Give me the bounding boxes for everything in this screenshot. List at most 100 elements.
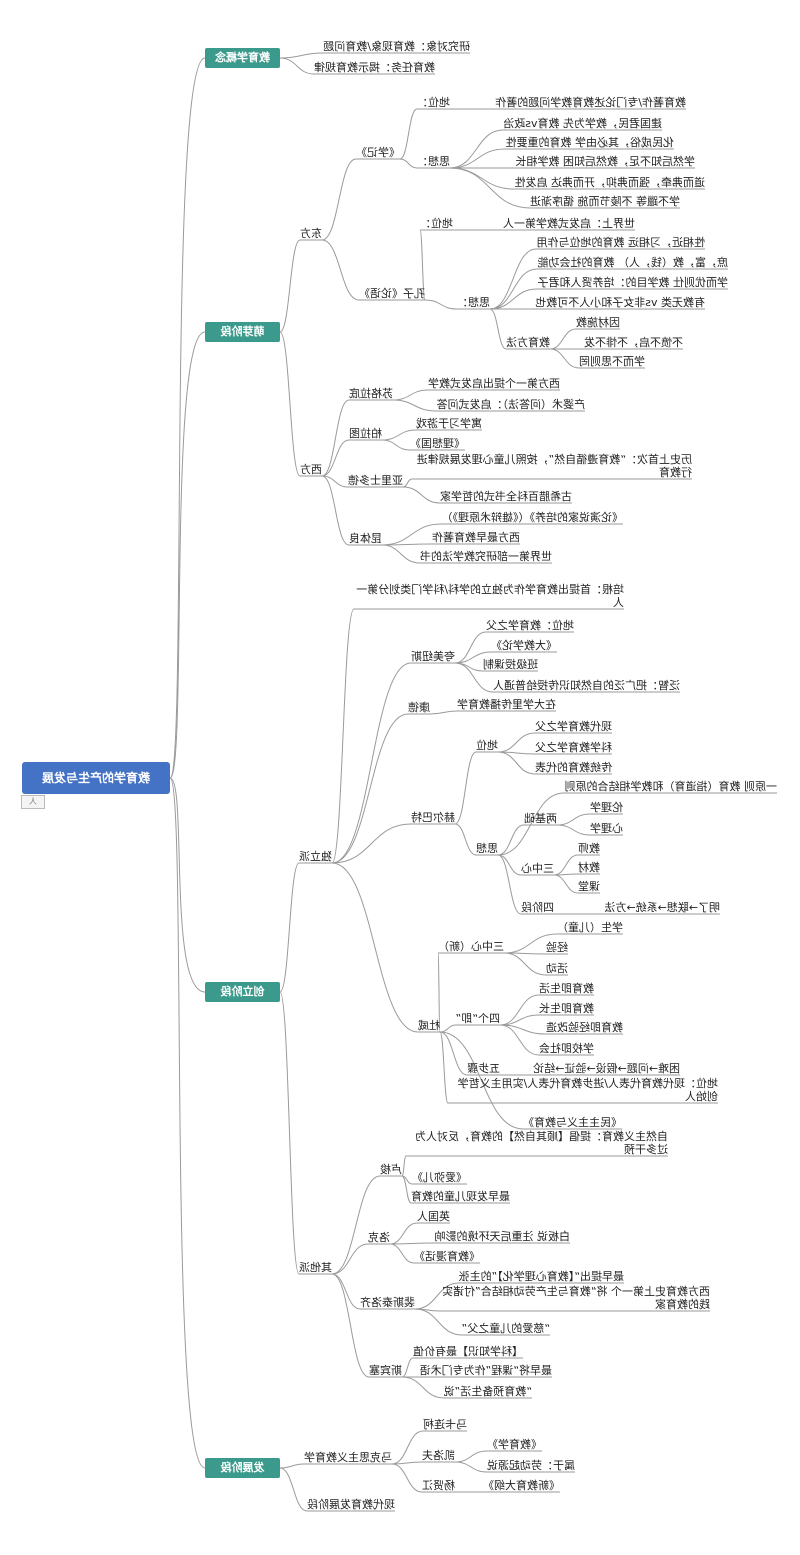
- topic-node[interactable]: 思想: [476, 842, 498, 855]
- topic-node[interactable]: 学生（儿童）: [557, 921, 623, 934]
- topic-node[interactable]: 赫尔巴特: [411, 811, 455, 824]
- topic-node[interactable]: 孔子《论语》: [359, 287, 425, 300]
- topic-node[interactable]: 昆体良: [349, 532, 382, 545]
- topic-node[interactable]: 教育方法: [506, 336, 550, 349]
- topic-node[interactable]: 西方最早教育著作: [432, 531, 520, 544]
- topic-node[interactable]: 古希腊百科全书式的哲学家: [440, 490, 572, 503]
- topic-node[interactable]: 《学记》: [356, 146, 400, 159]
- topic-node[interactable]: 研究对象：教育现象/教育问题: [323, 40, 470, 53]
- topic-node[interactable]: 教育即经验改造: [546, 1021, 623, 1034]
- topic-node[interactable]: 课堂: [578, 880, 600, 893]
- topic-node[interactable]: 地位：: [417, 96, 450, 109]
- topic-node[interactable]: 科学教育学之父: [535, 741, 612, 754]
- topic-node[interactable]: 地位：现代教育代表人/进步教育代表人/实用主义哲学创始人: [457, 1077, 718, 1103]
- topic-node[interactable]: 亚里士多德: [348, 474, 403, 487]
- topic-node[interactable]: 《教育学》: [487, 1438, 542, 1451]
- topic-node[interactable]: 最早发现儿童的教育: [411, 1190, 510, 1203]
- topic-node[interactable]: 《教育漫话》: [414, 1250, 480, 1263]
- topic-node[interactable]: 班级授课制: [483, 658, 538, 671]
- topic-node[interactable]: 《爱弥儿》: [412, 1171, 467, 1184]
- topic-node[interactable]: 杜威: [418, 1019, 440, 1032]
- topic-node[interactable]: 教材: [578, 861, 600, 874]
- topic-node[interactable]: 西方第一个提出启发式教学: [428, 377, 560, 390]
- topic-node[interactable]: “教育预备生活”说: [443, 1385, 532, 1398]
- topic-node[interactable]: 康德: [408, 701, 430, 714]
- topic-node[interactable]: 裴斯泰洛齐: [360, 1296, 415, 1309]
- topic-node[interactable]: 学而不思则罔: [579, 355, 645, 368]
- topic-node[interactable]: 传统教育的代表: [535, 761, 612, 774]
- topic-node[interactable]: 化民成俗，其必由学 教育的重要性: [505, 136, 675, 149]
- topic-node[interactable]: 困难→问题→假设→验证→结论: [533, 1062, 680, 1075]
- topic-node[interactable]: 有教无类 vs非女子和小人不可教也: [535, 296, 705, 309]
- topic-node[interactable]: 最早将“课程”作为专门术语: [419, 1364, 552, 1377]
- topic-node[interactable]: 学然后知不足，教然后知困 教学相长: [515, 155, 696, 168]
- topic-node[interactable]: 自然主义教育：提倡【顺其自然】的教育，反对人为过多干预: [415, 1130, 668, 1156]
- topic-node[interactable]: 思想：: [417, 155, 450, 168]
- topic-node[interactable]: 凯洛夫: [422, 1449, 455, 1462]
- topic-node[interactable]: 柏拉图: [349, 427, 382, 440]
- topic-node[interactable]: 一原则 教育（指道育）和教学相结合的原则: [564, 780, 778, 793]
- topic-node[interactable]: 经验: [546, 941, 568, 954]
- topic-node[interactable]: 最早提出“【教育心理学化】”的主张: [458, 1270, 624, 1283]
- topic-node[interactable]: 伦理学: [590, 801, 623, 814]
- topic-node[interactable]: 道而弗牵，强而弗抑，开而弗达 启发性: [514, 176, 706, 189]
- topic-node[interactable]: 现代教育学之父: [535, 720, 612, 733]
- stage-s4[interactable]: 发展阶段: [205, 1458, 280, 1478]
- topic-node[interactable]: 教育著作/专门论述教育教学问题的著作: [495, 96, 686, 109]
- topic-node[interactable]: 教育即生活: [539, 982, 594, 995]
- topic-node[interactable]: 性相近，习相远 教育的地位与作用: [536, 236, 706, 249]
- topic-node[interactable]: 学而优则仕 教学目的：培养贤人和君子: [537, 276, 729, 289]
- topic-node[interactable]: 西方: [300, 463, 322, 476]
- topic-node[interactable]: 《大教学论》: [491, 639, 557, 652]
- topic-node[interactable]: 地位：教育学之父: [486, 619, 574, 632]
- topic-node[interactable]: 三中心: [521, 862, 554, 875]
- topic-node[interactable]: 教育任务：揭示教育规律: [314, 61, 435, 74]
- topic-node[interactable]: 四个“即”: [455, 1012, 500, 1025]
- stage-s2[interactable]: 萌芽阶段: [205, 322, 280, 342]
- topic-node[interactable]: 学校即社会: [539, 1042, 594, 1055]
- topic-node[interactable]: 因材施教: [576, 316, 620, 329]
- topic-node[interactable]: 心理学: [590, 822, 623, 835]
- topic-node[interactable]: 卢梭: [380, 1163, 402, 1176]
- topic-node[interactable]: 马卡连柯: [423, 1418, 467, 1431]
- topic-node[interactable]: 三中心（新）: [438, 940, 504, 953]
- topic-node[interactable]: 寓学习于游戏: [416, 417, 482, 430]
- topic-node[interactable]: 《民主主义与教育》: [523, 1116, 622, 1129]
- root-topic[interactable]: 教育学的产生与发展: [22, 762, 170, 794]
- topic-node[interactable]: 教育即生长: [539, 1002, 594, 1015]
- topic-node[interactable]: 思想：: [457, 296, 490, 309]
- topic-node[interactable]: 四阶段: [521, 901, 554, 914]
- topic-node[interactable]: 教师: [578, 842, 600, 855]
- topic-node[interactable]: 西方教育史上第一个 将“教育与生产劳动相结合”付诸实践的教育家: [442, 1285, 710, 1311]
- topic-node[interactable]: 明了→联想→系统→方法: [604, 901, 720, 914]
- topic-node[interactable]: 洛克: [368, 1231, 390, 1244]
- topic-node[interactable]: 独立派: [299, 850, 332, 863]
- topic-node[interactable]: 属于：劳动起源说: [487, 1459, 575, 1472]
- topic-node[interactable]: 世界第一部研究教学法的书: [420, 550, 552, 563]
- topic-node[interactable]: 杨贤江: [422, 1479, 455, 1492]
- topic-node[interactable]: 《新教育大纲》: [483, 1479, 560, 1492]
- topic-node[interactable]: 地位: [476, 739, 498, 752]
- topic-node[interactable]: 学不躐等 不陵节而施 循序渐进: [530, 195, 680, 208]
- topic-node[interactable]: “慈爱的儿童之父”: [461, 1322, 550, 1335]
- topic-node[interactable]: 斯宾塞: [369, 1364, 402, 1377]
- stage-s1[interactable]: 教育学概念: [205, 48, 280, 68]
- topic-node[interactable]: 在大学里传播教育学: [457, 698, 556, 711]
- topic-node[interactable]: 英国人: [417, 1210, 450, 1223]
- topic-node[interactable]: 活动: [546, 962, 568, 975]
- topic-node[interactable]: 五步骤: [467, 1062, 500, 1075]
- topic-node[interactable]: 东方: [300, 227, 322, 240]
- topic-node[interactable]: 两基础: [524, 812, 557, 825]
- topic-node[interactable]: 现代教育发展阶段: [307, 1498, 395, 1511]
- topic-node[interactable]: 白板说 注重后天环境的影响: [434, 1230, 571, 1243]
- topic-node[interactable]: 地位：: [420, 217, 453, 230]
- topic-node[interactable]: 产婆术（问答法）：启发式问答: [436, 398, 586, 411]
- topic-node[interactable]: 历史上首次：“教育遵循自然”，按照儿童心理发展规律进行教育: [416, 453, 692, 479]
- topic-node[interactable]: 《论演说家的培养》（《雄辩术原理》）: [441, 511, 624, 524]
- topic-node[interactable]: 《理想国》: [410, 437, 465, 450]
- stage-s3[interactable]: 创立阶段: [205, 982, 280, 1002]
- topic-node[interactable]: 马克思主义教育学: [304, 1451, 392, 1464]
- topic-node[interactable]: 苏格拉底: [349, 387, 393, 400]
- topic-node[interactable]: 庶，富，教（钱，人） 教育的社会功能: [537, 256, 729, 269]
- topic-node[interactable]: 【科学知识】最有价值: [413, 1345, 523, 1358]
